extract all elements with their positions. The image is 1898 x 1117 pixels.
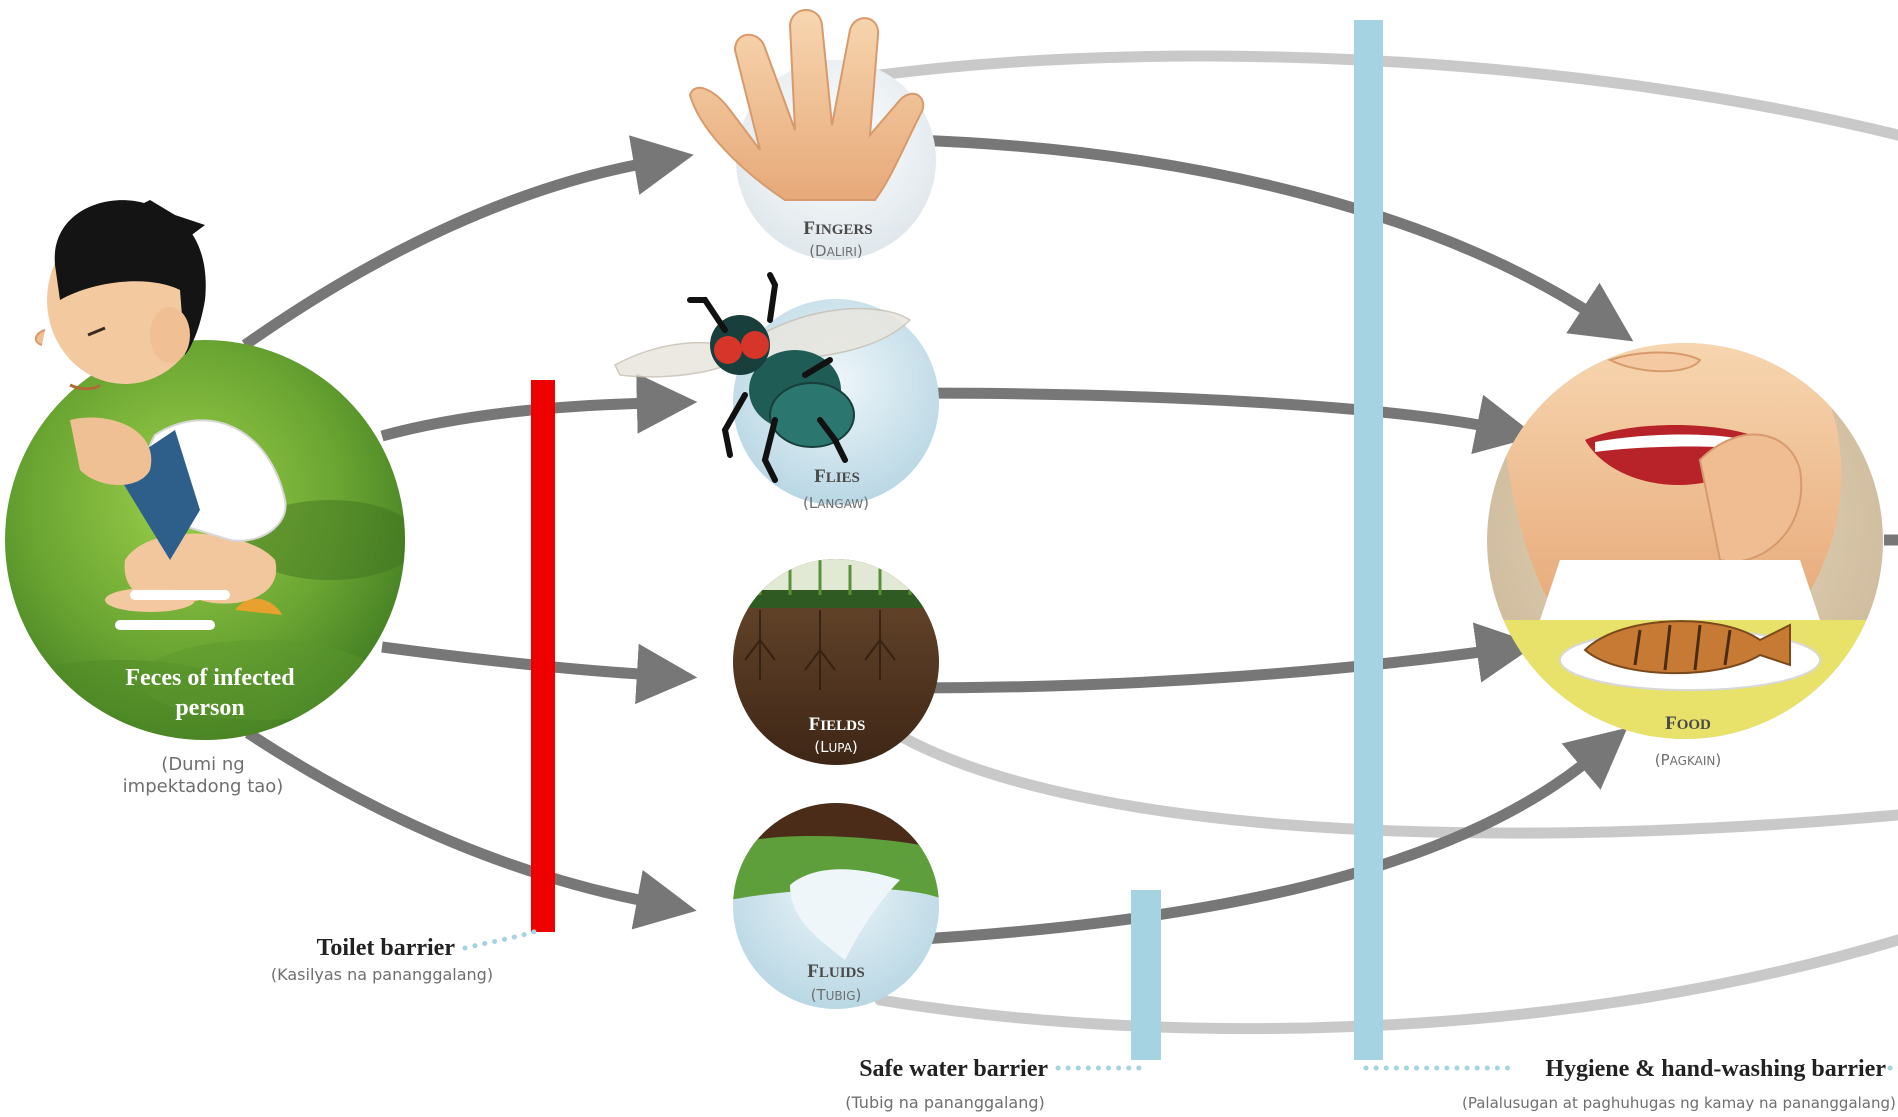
fluids-title: FLUIDS <box>807 961 864 982</box>
food-node: FOOD (PAGKAIN) <box>1487 343 1883 769</box>
hygiene-barrier-label: Hygiene & hand-washing barrier <box>1545 1056 1886 1082</box>
arrow-flies-food <box>911 387 1537 455</box>
source-subtitle-line2: impektadong tao) <box>123 776 284 797</box>
arrow-source-fluids <box>244 728 697 930</box>
arrow-source-fields <box>381 641 698 705</box>
fingers-title: FINGERS <box>803 218 872 239</box>
dark-arrows <box>241 134 1898 946</box>
squatting-boy-illustration <box>34 200 287 630</box>
fields-title: FIELDS <box>809 714 866 735</box>
hand-icon <box>688 9 925 201</box>
flies-node: FLIES (LANGAW) <box>614 272 939 512</box>
fly-icon <box>614 272 912 483</box>
arrow-source-fingers <box>241 135 694 350</box>
path-fluids-light <box>874 934 1898 1035</box>
toilet-barrier-subtitle: (Kasilyas na pananggalang) <box>271 965 493 984</box>
arrow-fingers-food <box>911 134 1634 342</box>
flies-title: FLIES <box>814 466 860 487</box>
toilet-leader-dots <box>462 927 543 951</box>
hygiene-barrier-bar <box>1354 20 1383 1060</box>
fields-subtitle: (LUPA) <box>814 738 858 756</box>
fluids-node: FLUIDS (TUBIG) <box>733 803 939 1009</box>
toilet-barrier-label: Toilet barrier <box>317 935 456 961</box>
flies-subtitle: (LANGAW) <box>803 494 869 512</box>
food-title: FOOD <box>1665 713 1711 734</box>
barrier-leader-dots <box>462 927 1898 1071</box>
fields-node: FIELDS (LUPA) <box>733 559 939 765</box>
fingers-node: FINGERS (DALIRI) <box>688 9 936 260</box>
source-title-line1: Feces of infected <box>125 665 295 691</box>
fingers-subtitle: (DALIRI) <box>809 242 863 260</box>
source-subtitle-line1: (Dumi ng <box>161 754 244 775</box>
hygiene-barrier-subtitle: (Palalusugan at paghuhugas ng kamay na p… <box>1462 1094 1896 1112</box>
source-title-line2: person <box>175 695 244 721</box>
path-fingers-light <box>874 50 1898 141</box>
arrow-fields-food <box>909 622 1537 694</box>
arrow-fluids-food <box>904 727 1628 946</box>
safe-water-barrier-label: Safe water barrier <box>859 1056 1048 1082</box>
path-fields-light <box>879 721 1898 839</box>
arrow-source-flies <box>380 373 698 442</box>
food-subtitle: (PAGKAIN) <box>1655 751 1721 769</box>
eating-person-illustration <box>1500 343 1870 739</box>
fluids-subtitle: (TUBIG) <box>811 986 862 1004</box>
safe-water-barrier-bar <box>1131 890 1161 1060</box>
source-node: Feces of infected person (Dumi ng impekt… <box>5 200 405 797</box>
safe-water-barrier-subtitle: (Tubig na pananggalang) <box>845 1093 1045 1112</box>
toilet-barrier-bar <box>531 380 555 932</box>
